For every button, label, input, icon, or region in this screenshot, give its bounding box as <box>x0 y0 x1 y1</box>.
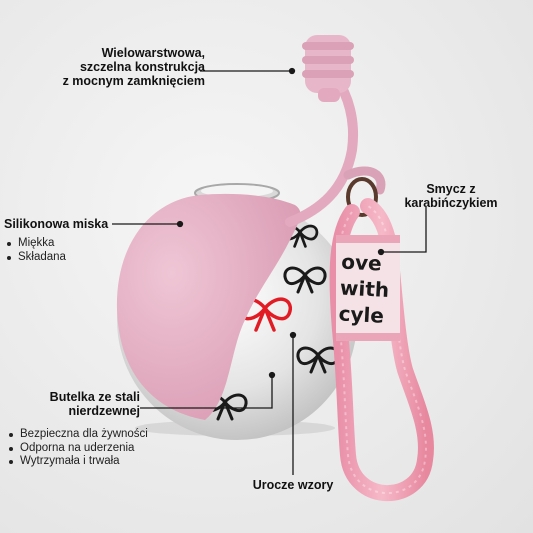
strap-label <box>336 235 400 341</box>
callout-bottle-line: Butelka ze stali <box>49 390 140 404</box>
callout-bottle-bullets: Bezpieczna dla żywności Odporna na uderz… <box>8 428 148 469</box>
callout-leash-line: Smycz z <box>426 182 476 196</box>
callout-bottle: Butelka ze stali nierdzewnej <box>4 390 140 418</box>
callout-lines <box>112 67 427 475</box>
callout-lid-line: szczelna konstrukcja <box>79 60 205 74</box>
callout-bowl-bullets: Miękka Składana <box>6 237 66 264</box>
strap-text-line: cyle <box>338 301 385 328</box>
strap-text-line: ove <box>340 249 383 276</box>
strap-text: ove with cyle <box>338 249 400 330</box>
callout-patterns: Urocze wzory <box>252 478 334 492</box>
callout-lid: Wielowarstwowa, szczelna konstrukcja z m… <box>40 46 205 88</box>
list-item: Wytrzymała i trwała <box>8 455 148 469</box>
callout-bottle-line: nierdzewnej <box>68 404 140 418</box>
callout-lid-line: Wielowarstwowa, <box>101 46 205 60</box>
carabiner-ring <box>343 166 386 217</box>
list-item: Składana <box>6 251 66 265</box>
lid-plug <box>302 35 354 102</box>
callout-bowl-title: Silikonowa miska <box>4 217 109 231</box>
callout-leash-line: karabińczykiem <box>404 196 498 210</box>
callout-leash: Smycz z karabińczykiem <box>386 182 516 210</box>
list-item: Bezpieczna dla żywności <box>8 428 148 442</box>
silicone-bowl <box>116 193 301 420</box>
silicone-tether <box>285 73 358 227</box>
list-item: Odporna na uderzenia <box>8 442 148 456</box>
callout-lid-line: z mocnym zamknięciem <box>62 74 205 88</box>
list-item: Miękka <box>6 237 66 251</box>
strap-text-line: with <box>339 275 390 303</box>
